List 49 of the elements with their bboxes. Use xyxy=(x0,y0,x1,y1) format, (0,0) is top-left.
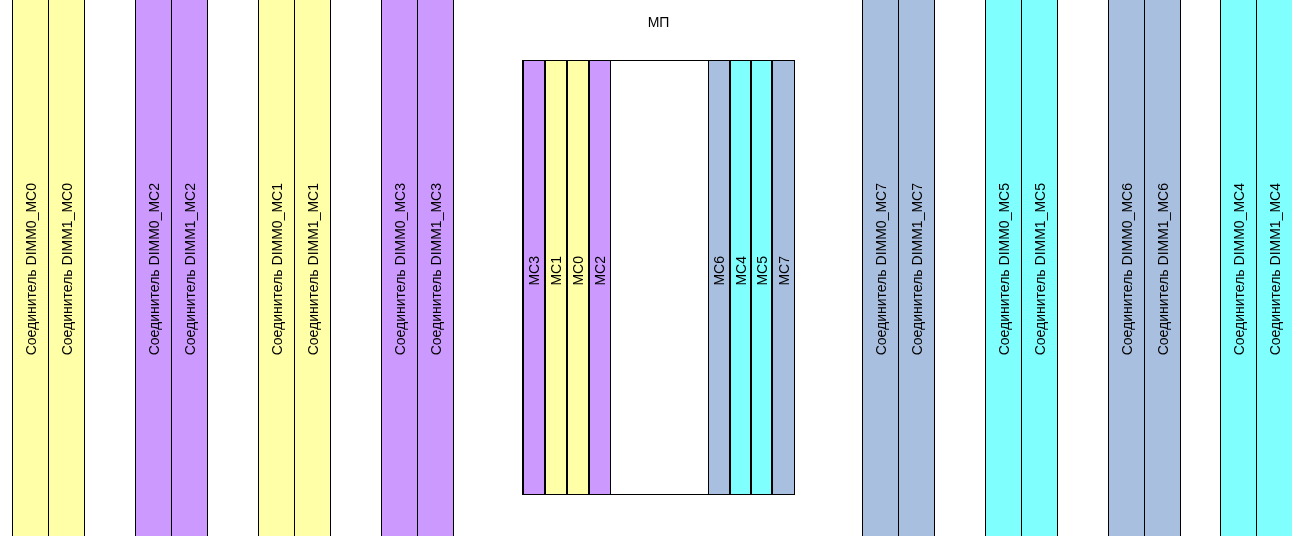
slot-label: Соединитель DIMM0_MC7 xyxy=(873,182,888,356)
dimm-slot xyxy=(1144,0,1181,536)
slot-label: Соединитель DIMM0_MC3 xyxy=(392,182,407,356)
dimm-slot xyxy=(258,0,295,536)
slot-label: Соединитель DIMM1_MC2 xyxy=(182,182,197,356)
dimm-slot xyxy=(862,0,899,536)
memory-channel-strip xyxy=(730,61,751,494)
memory-channel-strip xyxy=(567,61,589,494)
dimm-slot xyxy=(1108,0,1145,536)
slot-label: Соединитель DIMM1_MC4 xyxy=(1267,182,1282,356)
channel-label: MC2 xyxy=(593,256,607,286)
channel-label: MC1 xyxy=(549,256,563,286)
dimm-slot xyxy=(381,0,418,536)
channel-label: MC6 xyxy=(712,256,726,286)
slot-label: Соединитель DIMM1_MC5 xyxy=(1032,182,1047,356)
slot-label: Соединитель DIMM1_MC0 xyxy=(59,182,74,356)
dimm-slot xyxy=(48,0,85,536)
channel-label: MC7 xyxy=(776,256,791,286)
dimm-slot xyxy=(417,0,454,536)
chip-title: МП xyxy=(647,14,670,30)
dimm-slot xyxy=(1256,0,1292,536)
channel-label: MC5 xyxy=(754,256,769,286)
dimm-slot xyxy=(12,0,49,536)
memory-channel-strip xyxy=(708,61,730,494)
dimm-slot xyxy=(135,0,172,536)
dimm-slot xyxy=(985,0,1022,536)
slot-label: Соединитель DIMM1_MC6 xyxy=(1155,182,1170,356)
slot-label: Соединитель DIMM0_MC1 xyxy=(269,182,284,356)
memory-channel-strip xyxy=(523,61,545,494)
dimm-slot xyxy=(294,0,331,536)
dimm-slot xyxy=(898,0,935,536)
memory-channel-strip xyxy=(589,61,611,494)
slot-label: Соединитель DIMM0_MC0 xyxy=(23,182,38,356)
memory-channel-strip xyxy=(751,61,772,494)
channel-label: MC4 xyxy=(733,256,748,286)
slot-label: Соединитель DIMM1_MC3 xyxy=(428,182,443,356)
slot-label: Соединитель DIMM0_MC5 xyxy=(996,182,1011,356)
channel-label: MC3 xyxy=(527,256,541,286)
slot-label: Соединитель DIMM0_MC2 xyxy=(146,182,161,356)
slot-label: Соединитель DIMM0_MC4 xyxy=(1231,182,1246,356)
slot-label: Соединитель DIMM1_MC7 xyxy=(909,182,924,356)
dimm-slot xyxy=(1021,0,1058,536)
memory-channel-strip xyxy=(772,61,795,494)
slot-label: Соединитель DIMM1_MC1 xyxy=(305,182,320,356)
dimm-slot xyxy=(1220,0,1257,536)
slot-label: Соединитель DIMM0_MC6 xyxy=(1119,182,1134,356)
memory-channel-strip xyxy=(545,61,567,494)
channel-label: MC0 xyxy=(571,256,585,286)
dimm-slot xyxy=(171,0,208,536)
